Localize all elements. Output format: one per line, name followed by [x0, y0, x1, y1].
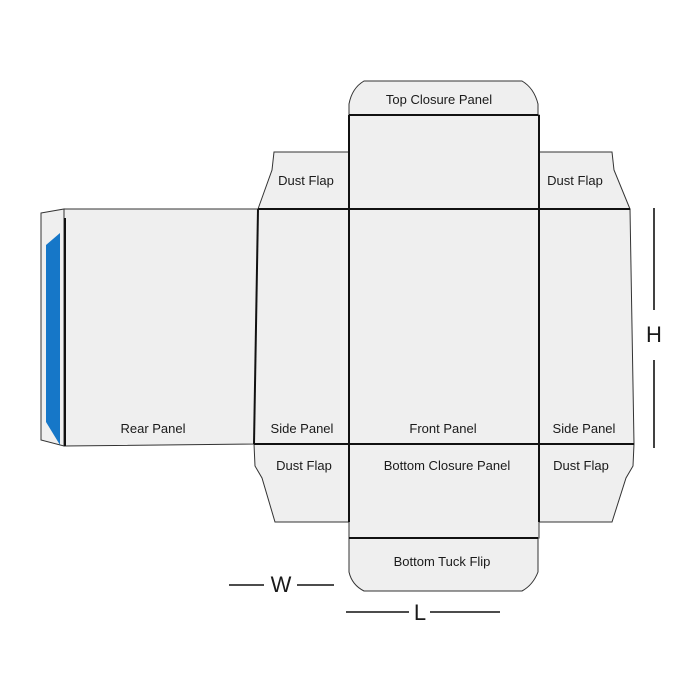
dust-flap-top-left-label: Dust Flap [278, 173, 334, 188]
dimension-length: L [346, 600, 500, 625]
dimension-width: W [229, 572, 334, 597]
dimension-height: H [646, 208, 662, 448]
side-panel-left [253, 208, 350, 445]
glue-strip [46, 233, 60, 445]
rear-panel [63, 208, 259, 447]
top-closure-panel [348, 80, 539, 116]
dimension-height-label: H [646, 322, 662, 347]
side-panel-right-label: Side Panel [553, 421, 616, 436]
dust-flap-bottom-left-label: Dust Flap [276, 458, 332, 473]
dimension-width-label: W [271, 572, 292, 597]
dust-flap-top-right-label: Dust Flap [547, 173, 603, 188]
front-panel-label: Front Panel [409, 421, 476, 436]
side-panel-left-label: Side Panel [271, 421, 334, 436]
bottom-tuck-label: Bottom Tuck Flip [394, 554, 491, 569]
rear-panel-label: Rear Panel [120, 421, 185, 436]
glue-tab [40, 208, 65, 447]
top-closure-label: Top Closure Panel [386, 92, 492, 107]
dust-flap-bottom-right [538, 443, 635, 523]
front-panel-area [348, 114, 540, 445]
dust-flap-bottom-left [253, 443, 350, 523]
dust-flap-bottom-right-label: Dust Flap [553, 458, 609, 473]
side-panel-right [538, 208, 635, 445]
bottom-closure-label: Bottom Closure Panel [384, 458, 511, 473]
fold-lines [64, 114, 634, 539]
bottom-tuck-flip [348, 537, 539, 592]
dimension-length-label: L [414, 600, 426, 625]
